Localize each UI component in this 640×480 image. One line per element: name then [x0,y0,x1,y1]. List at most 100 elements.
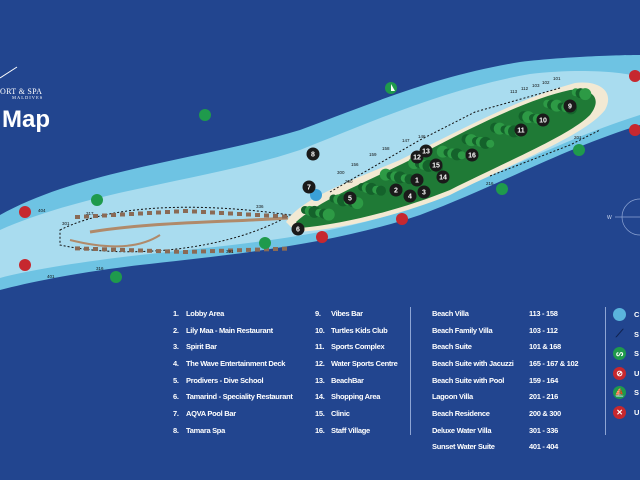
facility-num: 16. [315,425,325,435]
marker-label: 1 [415,178,419,185]
water-villa [147,211,152,215]
villa-number-label: 404 [38,208,46,213]
map-marker-16[interactable]: 16 [465,148,479,162]
water-villa [255,247,260,252]
facility-num: 4. [173,358,179,368]
villa-type: Lagoon Villa [432,392,473,402]
villa-numbers: 113 - 158 [529,308,558,318]
villa-number-label: 158 [382,146,390,151]
water-villa [102,247,107,252]
facility-label: Tamara Spa [186,425,225,435]
villa-number-label: 113 [510,89,518,94]
marker-circle [417,185,431,199]
symbol-label: S [634,349,639,359]
water-villa [93,247,98,251]
facility-item: 2. Lily Maa - Main Restaurant [173,322,293,339]
map-marker-15[interactable]: 15 [429,158,443,172]
marker-circle [389,183,403,197]
symbol-label: C [634,310,640,320]
villa-number-label: 159 [369,152,377,157]
water-villa [282,246,287,251]
water-villa [192,249,197,254]
marker-circle [514,123,528,137]
water-villa [174,209,179,214]
facility-label: Lobby Area [186,308,224,318]
map-marker-7[interactable]: 7 [302,180,316,194]
map-marker-5[interactable]: 5 [343,191,357,205]
symbol-label: S [634,329,639,339]
facility-label: Spirit Bar [186,342,217,352]
marker-circle [410,173,424,187]
facility-num: 5. [173,375,179,385]
map-marker-2[interactable]: 2 [389,183,403,197]
map-marker-3[interactable]: 3 [417,185,431,199]
logo-swoosh [0,66,18,79]
facility-label: Staff Village [331,425,370,435]
tree [322,208,335,221]
water-villa [84,246,89,251]
resort-map: 1131121031021011461471581591563002002012… [0,55,640,290]
map-marker-13[interactable]: 13 [419,144,433,158]
divider [605,307,606,435]
facility-label: The Wave Entertainment Deck [186,358,286,368]
water-villa [129,212,134,216]
water-villa [192,209,197,214]
villa-numbers: 401 - 404 [529,442,558,452]
no-snorkel-icon: ⊘ [613,366,626,380]
water-villa [210,249,215,254]
water-villa [246,247,251,252]
villa-type: Beach Residence [432,408,490,418]
facility-label: Lily Maa - Main Restaurant [186,325,273,335]
marker-label: 3 [422,190,426,197]
facilities-legend-col1: 1. Lobby Area 2. Lily Maa - Main Restauran… [173,305,293,439]
logo-text: ORT & SPA [0,87,43,96]
marker-label: 8 [311,152,315,159]
facility-item: 8.Tamara Spa [173,422,293,439]
water-villa [183,250,188,254]
facility-num: 12. [315,358,325,368]
facility-num: 9. [315,308,321,318]
water-villa [93,214,98,218]
facility-item: 1. Lobby Area [173,305,293,322]
sailing-icon: ⛵ [613,386,626,400]
map-marker-14[interactable]: 14 [436,170,450,184]
villa-item: Lagoon Villa 201 - 216 [432,388,578,405]
compass-west: W [607,215,612,221]
facility-num: 1. [173,308,179,318]
map-marker-4[interactable]: 4 [403,189,417,203]
water-villa [282,214,287,219]
marker-circle [419,144,433,158]
facility-label: BeachBar [331,375,364,385]
map-marker-6[interactable]: 6 [291,222,305,236]
symbol-label: U [634,368,640,378]
villa-numbers: 201 - 216 [529,392,558,402]
marker-label: 10 [539,118,547,125]
water-villa [273,247,278,251]
symbol-item: ⟋S [613,325,639,345]
facility-num: 13. [315,375,325,385]
water-villa [174,249,179,254]
water-villa [75,215,80,219]
snorkel-icon [91,109,585,283]
facility-num: 2. [173,325,179,335]
water-villa [219,211,224,215]
map-marker-10[interactable]: 10 [536,113,550,127]
map-marker-1[interactable]: 1 [410,173,424,187]
villa-number-label: 317 [86,211,94,216]
water-villa-loop [59,206,292,253]
map-marker-11[interactable]: 11 [514,123,528,137]
marker-label: 5 [348,196,352,203]
circle-icon [613,308,626,322]
no-snorkel-icon [19,70,640,271]
villa-type: Beach Suite with Pool [432,375,505,385]
water-villa [120,212,125,217]
map-marker-8[interactable]: 8 [306,147,320,161]
marker-circle [436,170,450,184]
facility-label: Water Sports Centre [331,358,398,368]
map-marker-9[interactable]: 9 [563,99,577,113]
